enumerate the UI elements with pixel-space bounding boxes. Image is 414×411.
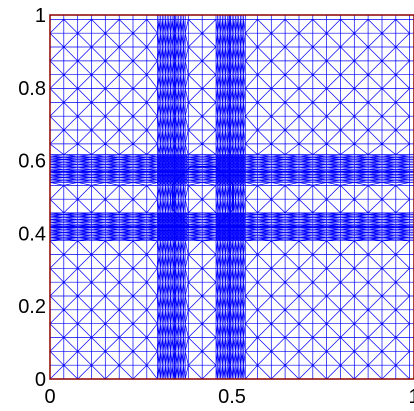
y-tick-label: 0	[35, 369, 46, 391]
central-patch	[172, 166, 234, 228]
y-tick-label: 0.4	[18, 223, 46, 245]
triangular-mesh	[50, 15, 414, 379]
axis-ticks: 0 0.5 1 0 0.2 0.4 0.6 0.8 1	[18, 5, 414, 408]
y-tick-label: 0.2	[18, 296, 46, 318]
x-tick-label: 0	[44, 386, 55, 408]
y-tick-label: 1	[35, 5, 46, 27]
y-tick-label: 0.6	[18, 151, 46, 173]
y-tick-label: 0.8	[18, 78, 46, 100]
plot-frame	[49, 14, 414, 380]
x-tick-label: 1	[408, 386, 414, 408]
x-tick-label: 0.5	[218, 386, 246, 408]
mesh-edges	[50, 15, 414, 379]
